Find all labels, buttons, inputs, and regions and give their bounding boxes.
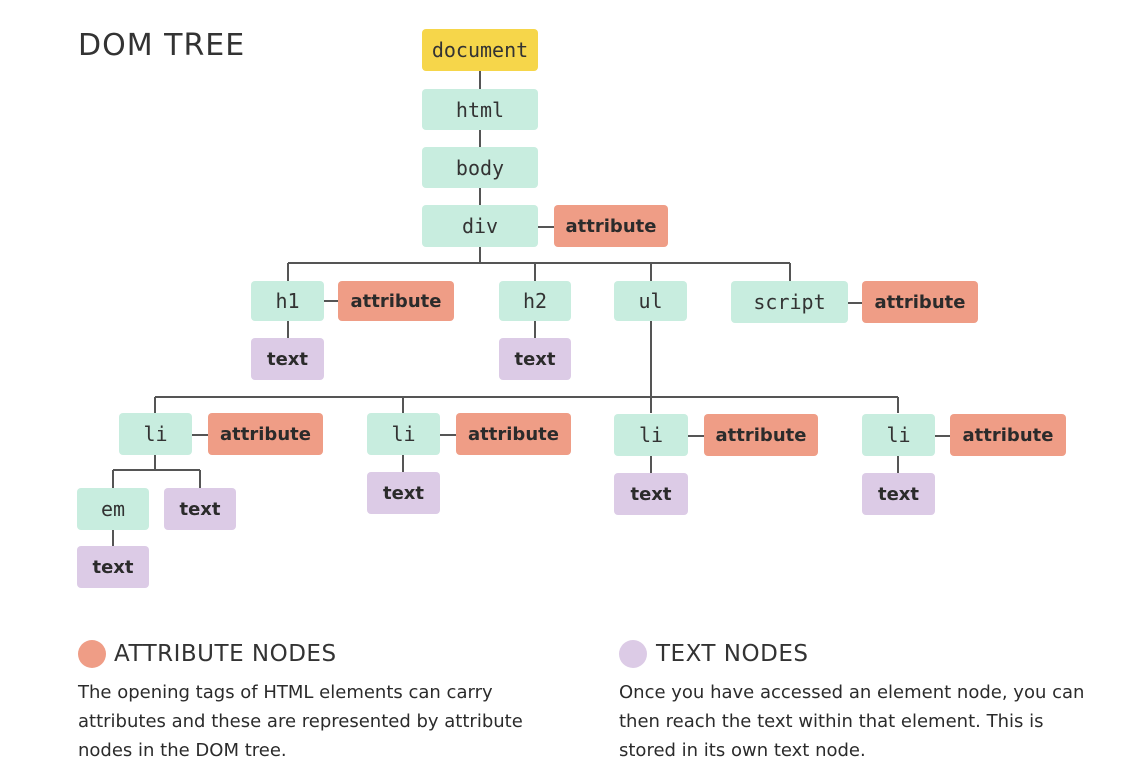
node-li-3: li xyxy=(614,414,688,456)
node-div: div xyxy=(422,205,538,247)
node-h2: h2 xyxy=(499,281,571,321)
node-script: script xyxy=(731,281,848,323)
node-li-3-attribute: attribute xyxy=(704,414,818,456)
node-em-text: text xyxy=(77,546,149,588)
text-legend-description: Once you have accessed an element node, … xyxy=(619,682,1085,761)
node-li-2: li xyxy=(367,413,440,455)
node-div-attribute: attribute xyxy=(554,205,668,247)
node-h1-text: text xyxy=(251,338,324,380)
node-li-4-text: text xyxy=(862,473,935,515)
text-legend-swatch xyxy=(619,640,647,668)
node-document: document xyxy=(422,29,538,71)
node-script-attribute: attribute xyxy=(862,281,978,323)
page-title: DOM TREE xyxy=(78,28,246,63)
node-li-2-text: text xyxy=(367,472,440,514)
node-li-4-attribute: attribute xyxy=(950,414,1066,456)
node-li-1-attribute: attribute xyxy=(208,413,323,455)
node-body: body xyxy=(422,147,538,188)
node-h1: h1 xyxy=(251,281,324,321)
node-li-4: li xyxy=(862,414,935,456)
node-h2-text: text xyxy=(499,338,571,380)
node-li-3-text: text xyxy=(614,473,688,515)
node-h1-attribute: attribute xyxy=(338,281,454,321)
node-li-2-attribute: attribute xyxy=(456,413,571,455)
node-li-1-text: text xyxy=(164,488,236,530)
node-html: html xyxy=(422,89,538,130)
node-em: em xyxy=(77,488,149,530)
node-ul: ul xyxy=(614,281,687,321)
attribute-legend-description: The opening tags of HTML elements can ca… xyxy=(78,682,523,761)
text-legend-title: TEXT NODES xyxy=(656,641,809,667)
node-li-1: li xyxy=(119,413,192,455)
attribute-legend-title: ATTRIBUTE NODES xyxy=(114,641,337,667)
attribute-legend-swatch xyxy=(78,640,106,668)
